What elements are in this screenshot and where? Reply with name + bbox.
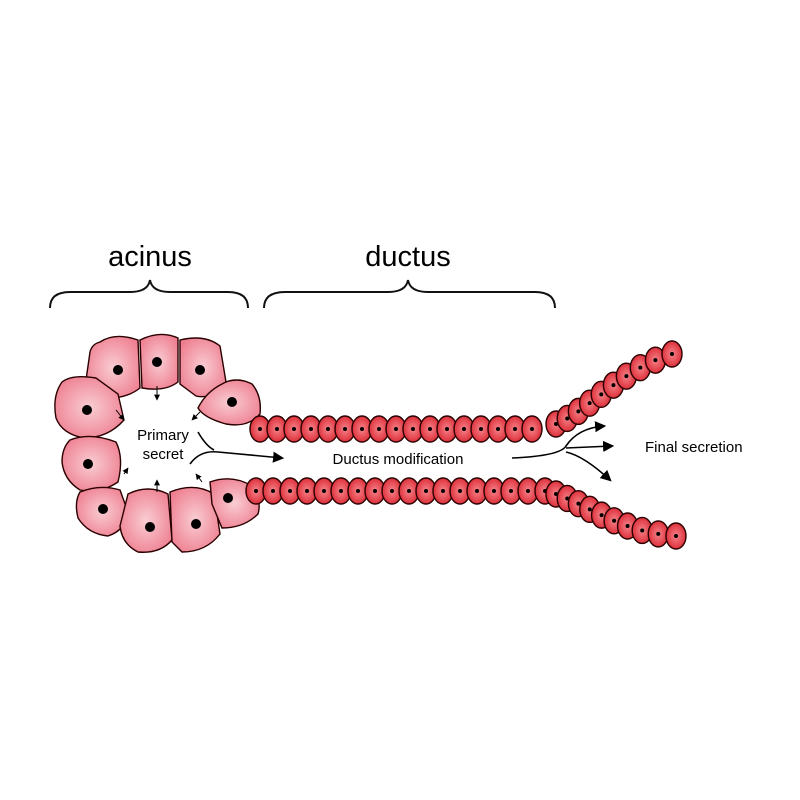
primary-to-duct-arrow <box>197 431 215 451</box>
duct-cell-nucleus <box>271 489 275 493</box>
acinus-nuclei <box>82 357 237 532</box>
acinus-label: acinus <box>108 241 192 273</box>
duct-cell-nucleus <box>565 416 570 421</box>
duct-cell-nucleus <box>377 427 381 431</box>
duct-cell-nucleus <box>653 358 658 363</box>
duct-cell-nucleus <box>587 401 592 406</box>
duct-cell-nucleus <box>394 427 398 431</box>
duct-cell-nucleus <box>428 427 432 431</box>
duct-cell-nucleus <box>462 427 466 431</box>
duct-cell-nucleus <box>424 489 428 493</box>
duct-cell-nucleus <box>360 427 364 431</box>
duct-cell-nucleus <box>356 489 360 493</box>
duct-cell-nucleus <box>288 489 292 493</box>
final-secretion-arrow <box>511 421 607 459</box>
secretion-arrows <box>115 386 203 492</box>
duct-cells <box>245 340 687 550</box>
duct-cell-nucleus <box>292 427 296 431</box>
duct-cell-nucleus <box>322 489 326 493</box>
duct-cell-nucleus <box>611 383 616 388</box>
duct-cell-nucleus <box>509 489 513 493</box>
duct-cell-nucleus <box>576 501 581 506</box>
duct-cell-nucleus <box>674 534 678 538</box>
duct-cell-nucleus <box>407 489 411 493</box>
primary-secret-label-1: Primary <box>137 427 189 444</box>
duct-cell-nucleus <box>445 427 449 431</box>
duct-cell-nucleus <box>599 513 604 518</box>
duct-cell-nucleus <box>475 489 479 493</box>
acinar-cell <box>119 488 173 553</box>
duct-cell-nucleus <box>390 489 394 493</box>
duct-cell-nucleus <box>670 352 674 356</box>
duct-cell-nucleus <box>599 392 604 397</box>
duct-cell-nucleus <box>612 518 617 523</box>
duct-cell-nucleus <box>258 427 262 431</box>
duct-cell-nucleus <box>526 489 530 493</box>
duct-cell-nucleus <box>275 427 279 431</box>
duct-cell-nucleus <box>625 524 630 528</box>
duct-cell-nucleus <box>326 427 330 431</box>
duct-cell-nucleus <box>254 489 258 493</box>
duct-cell-nucleus <box>513 427 517 431</box>
ductus-modification-label: Ductus modification <box>333 451 464 468</box>
duct-cell-nucleus <box>411 427 415 431</box>
duct-cell-nucleus <box>441 489 445 493</box>
duct-cell-nucleus <box>656 531 661 536</box>
duct-cell-nucleus <box>309 427 313 431</box>
duct-cell-nucleus <box>554 422 558 426</box>
duct-cell-nucleus <box>458 489 462 493</box>
duct-cell-nucleus <box>576 409 581 414</box>
duct-cell-nucleus <box>496 427 500 431</box>
duct-cell-nucleus <box>305 489 309 493</box>
final-secretion-arrow <box>565 451 612 482</box>
primary-secret-label-2: secret <box>143 446 185 463</box>
ductus-label: ductus <box>365 241 450 273</box>
duct-cell-nucleus <box>530 427 534 431</box>
duct-cell-nucleus <box>640 528 645 533</box>
duct-cell-nucleus <box>373 489 377 493</box>
duct-cell-nucleus <box>587 507 592 512</box>
acinus-brace <box>49 279 249 309</box>
duct-cell-nucleus <box>343 427 347 431</box>
final-secretion-label: Final secretion <box>645 439 743 456</box>
duct-cell-nucleus <box>492 489 496 493</box>
final-secretion-arrow <box>565 440 615 452</box>
duct-cell-nucleus <box>479 427 483 431</box>
duct-cell-nucleus <box>638 365 643 370</box>
duct-cell-nucleus <box>624 374 629 379</box>
duct-cell-nucleus <box>339 489 343 493</box>
primary-to-duct-arrow <box>189 450 285 465</box>
ductus-brace <box>263 279 556 309</box>
